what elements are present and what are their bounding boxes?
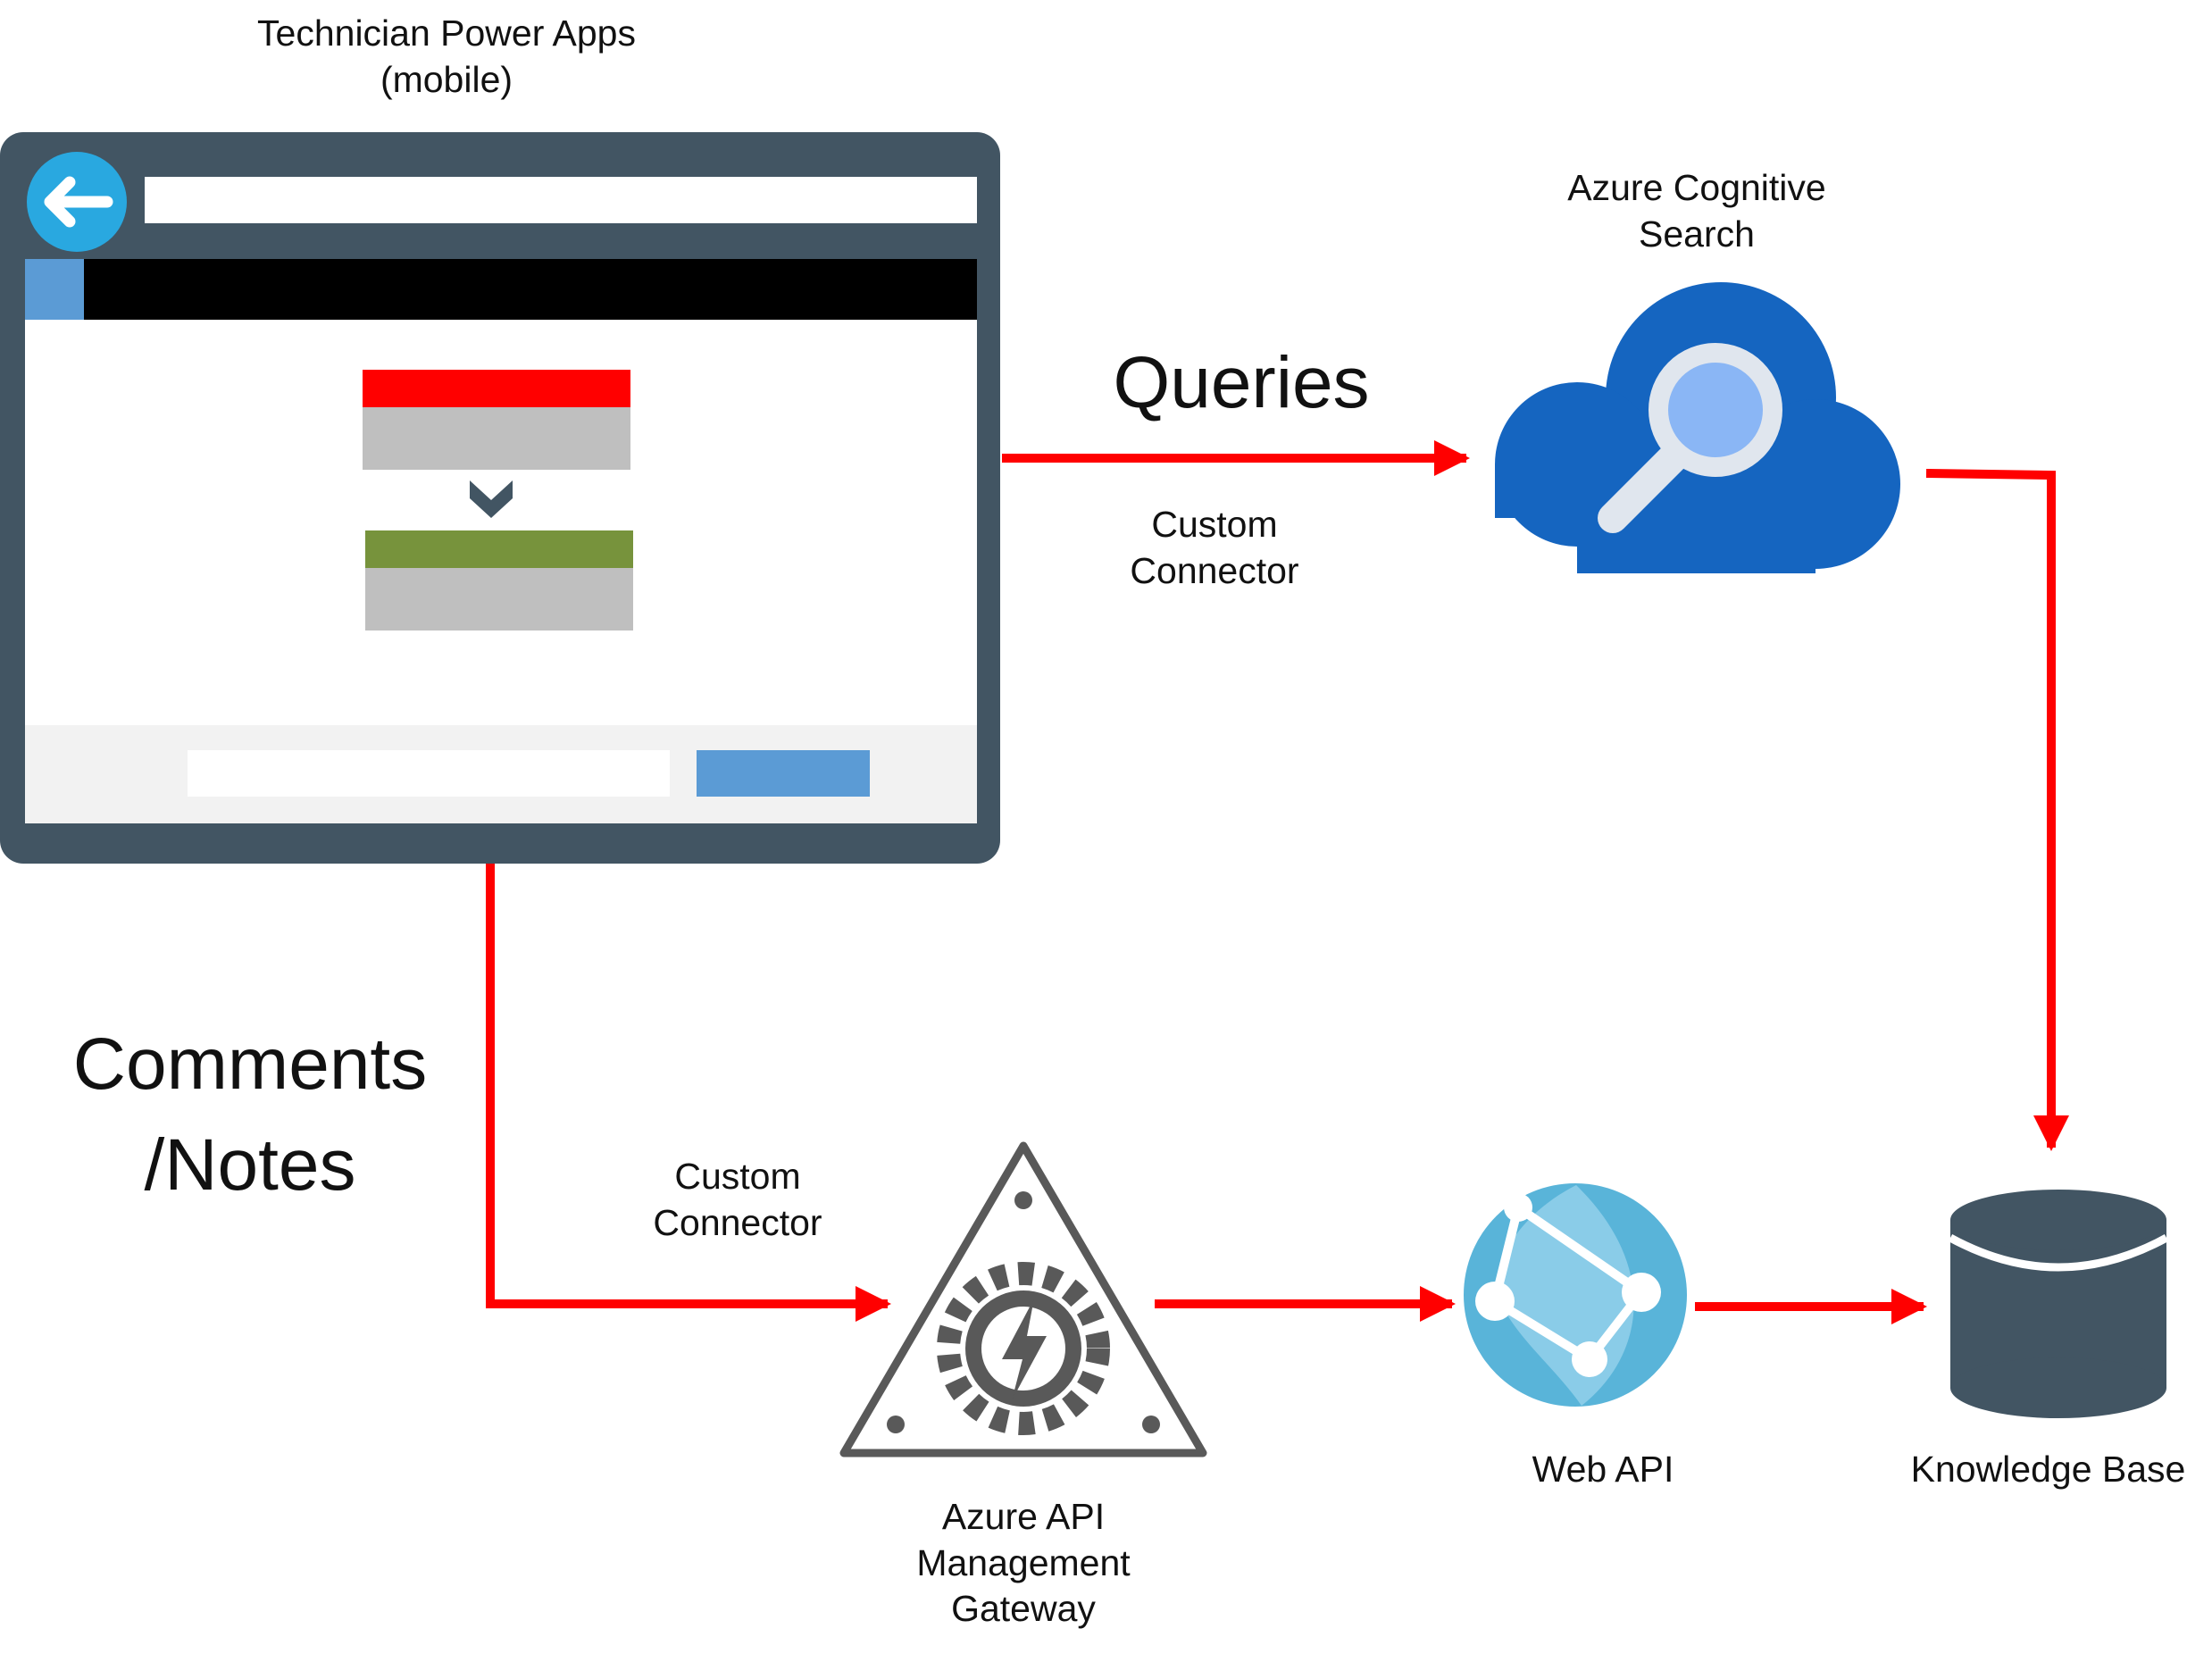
comments-arrow (486, 864, 891, 1322)
chevron-down-icon (470, 480, 513, 518)
apim-label: Azure API Management Gateway (916, 1496, 1131, 1630)
queries-label: Queries (1113, 342, 1370, 423)
knowledge-base-label: Knowledge Base (1910, 1449, 2186, 1490)
back-arrow-icon (27, 152, 127, 252)
search-to-kb-arrow (1925, 469, 2069, 1151)
comments-notes-label: Comments /Notes (72, 1023, 428, 1207)
api-gateway-triangle-icon (839, 1141, 1207, 1457)
cloud-search-icon (1495, 282, 1900, 573)
search-title: Azure Cognitive Search (1567, 167, 1826, 255)
database-cylinder-icon (1948, 1190, 2169, 1418)
web-api-globe-icon (1464, 1183, 1687, 1407)
send-button (697, 750, 870, 797)
connector-arrows (486, 440, 2069, 1324)
mobile-app-window-icon (0, 132, 1000, 864)
custom-connector-top-label: Custom Connector (1130, 504, 1299, 591)
app-title: Technician Power Apps (mobile) (257, 13, 636, 100)
web-api-label: Web API (1532, 1449, 1674, 1490)
custom-connector-bottom-label: Custom Connector (653, 1156, 822, 1243)
